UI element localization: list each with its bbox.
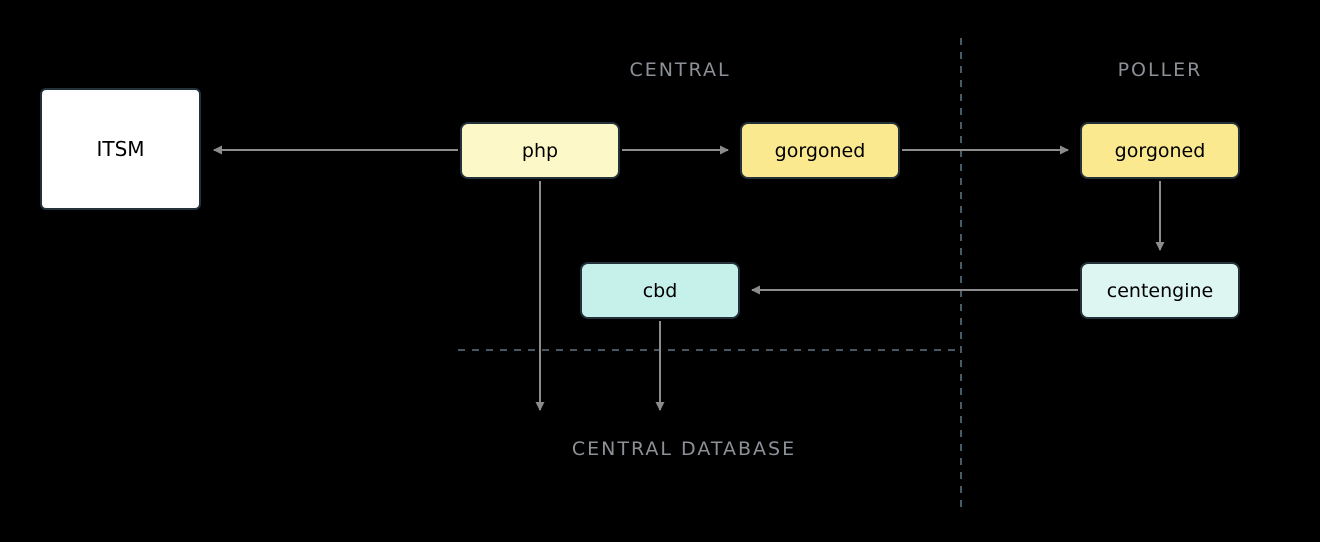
node-gorgoned-poller: gorgoned — [1080, 122, 1240, 179]
group-label-central-database: CENTRAL DATABASE — [571, 438, 797, 460]
node-centengine-label: centengine — [1106, 279, 1214, 302]
node-cbd-label: cbd — [642, 279, 678, 302]
node-itsm: ITSM — [40, 88, 201, 210]
node-cbd: cbd — [580, 262, 740, 319]
group-label-poller: POLLER — [1117, 59, 1203, 81]
node-gorgoned-central-label: gorgoned — [774, 139, 866, 162]
node-php-label: php — [521, 139, 559, 162]
group-label-central: CENTRAL — [629, 59, 731, 81]
node-itsm-label: ITSM — [96, 137, 145, 161]
node-centengine: centengine — [1080, 262, 1240, 319]
node-gorgoned-central: gorgoned — [740, 122, 900, 179]
node-php: php — [460, 122, 620, 179]
node-gorgoned-poller-label: gorgoned — [1114, 139, 1206, 162]
